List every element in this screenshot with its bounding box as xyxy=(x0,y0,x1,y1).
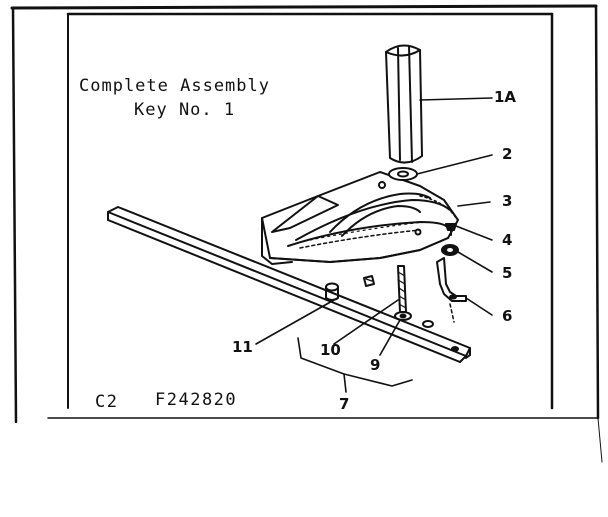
leader-9 xyxy=(379,319,401,356)
lock-washer xyxy=(441,244,459,256)
callout-4: 4 xyxy=(502,231,513,249)
code-left: C2 xyxy=(95,392,119,412)
leader-6 xyxy=(465,297,493,316)
handle xyxy=(385,44,423,164)
callout-1A: 1A xyxy=(494,88,517,106)
title-line-2: Key No. 1 xyxy=(134,100,236,120)
screw xyxy=(445,223,457,236)
frame xyxy=(10,4,603,463)
leader-7 xyxy=(343,373,347,393)
leader-5 xyxy=(457,251,493,273)
callout-7: 7 xyxy=(339,395,350,413)
guide-bar xyxy=(107,206,471,363)
stop-pin xyxy=(325,275,375,301)
leader-3 xyxy=(457,201,491,207)
leader-11 xyxy=(255,299,335,345)
leader-4 xyxy=(455,225,493,241)
miter-head xyxy=(261,171,459,265)
callout-10: 10 xyxy=(320,341,341,359)
callout-5: 5 xyxy=(502,264,513,282)
callout-3: 3 xyxy=(502,192,513,210)
bracket-7 xyxy=(297,337,413,387)
code-right: F242820 xyxy=(155,390,238,410)
callout-2: 2 xyxy=(502,145,513,163)
callout-11: 11 xyxy=(232,338,253,356)
title-line-1: Complete Assembly xyxy=(79,76,270,96)
leader-10 xyxy=(333,299,399,345)
leader-1A xyxy=(419,97,493,101)
callout-9: 9 xyxy=(370,356,381,374)
pivot-bolt xyxy=(394,265,412,321)
leader-lines xyxy=(255,97,493,393)
pointer-clip xyxy=(436,257,467,323)
leader-2 xyxy=(416,154,493,175)
callout-6: 6 xyxy=(502,307,513,325)
washer xyxy=(388,167,418,181)
